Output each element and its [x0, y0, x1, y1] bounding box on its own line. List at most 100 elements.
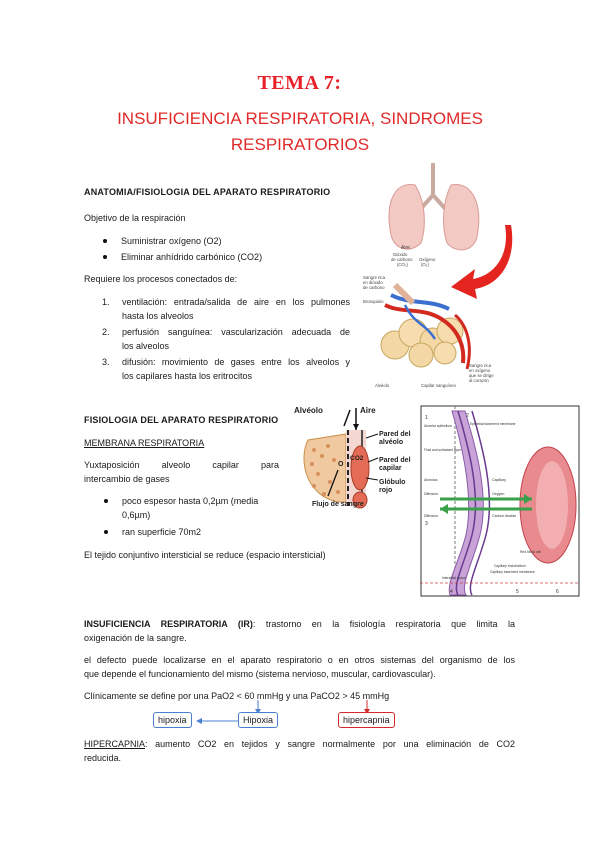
- para-line: intercambio de gases: [84, 474, 170, 484]
- page-subtitle: INSUFICIENCIA RESPIRATORIA, SINDROMES RE…: [60, 106, 540, 158]
- label-bronquiolo: Bronquiolo: [363, 299, 384, 304]
- bullet-text: Suministrar oxígeno (O2): [121, 236, 222, 246]
- section-heading-fisiologia: FISIOLOGIA DEL APARATO RESPIRATORIO: [84, 415, 279, 425]
- fig-number-2: 2: [466, 413, 469, 419]
- fig-number-1: 1: [425, 415, 428, 421]
- bullet-co2: Eliminar anhídrido carbónico (CO2): [103, 250, 263, 264]
- ir-definition: INSUFICIENCIA RESPIRATORIA (IR): trastor…: [84, 617, 515, 645]
- alveoli-cluster: [380, 282, 471, 370]
- fig-label-interstitial: Interstitial space: [442, 576, 466, 580]
- label-line: al corazón: [469, 378, 489, 383]
- label-line: en dióxido: [363, 280, 383, 285]
- fig-label-fluid-layer: Fluid and surfactant layer: [424, 448, 462, 452]
- label-line: Pared del: [379, 431, 411, 438]
- hipercapnia-text: : aumento CO2 en tejidos y sangre normal…: [145, 739, 515, 749]
- bullet-text: ran superficie 70m2: [122, 527, 202, 537]
- list-line: perfusión sanguínea: vascularización ade…: [122, 327, 350, 337]
- label-o2-fig: O: [338, 461, 344, 468]
- bullet-line: poco espesor hasta 0,2µm (media: [122, 496, 259, 506]
- label-flujo: Flujo de sangre: [312, 501, 364, 508]
- fig-label-diffusion-2: Diffusion: [424, 514, 438, 518]
- fig-label-capillary: Capillary: [492, 478, 506, 482]
- label-line: alvéolo: [379, 439, 403, 446]
- list-number: 3.: [102, 357, 110, 367]
- fig-label-capillary-basement: Capillary basement membrane: [490, 570, 535, 574]
- label-line: (O₂): [421, 262, 429, 267]
- hipercapnia-term: HIPERCAPNIA: [84, 739, 146, 749]
- bullet-o2: Suministrar oxígeno (O2): [103, 234, 222, 248]
- hipercapnia-definition: HIPERCAPNIA: aumento CO2 en tejidos y sa…: [84, 737, 515, 765]
- fig-label-endothelium: Capillary endothelium: [494, 564, 526, 568]
- objective-text: Objetivo de la respiración: [84, 213, 186, 223]
- fig-label-diffusion-1: Diffusion: [424, 492, 438, 496]
- fig-number-6: 6: [556, 589, 559, 595]
- box-hipoxia: hipoxia: [153, 712, 192, 728]
- subheading-membrana: MEMBRANA RESPIRATORIA: [84, 438, 205, 448]
- label-line: Pared del: [379, 457, 411, 464]
- label-line: Sangre rica: [469, 363, 492, 368]
- list-line: ventilación: entrada/salida de aire en l…: [122, 297, 350, 307]
- big-red-arrow: [451, 225, 513, 299]
- label-co2-fig: CO2: [350, 455, 364, 462]
- para-line: Yuxtaposición alveolo capilar para: [84, 460, 279, 470]
- fig-label-alveolus: Alveolus: [424, 478, 438, 482]
- bullet-espesor: poco espesor hasta 0,2µm (media 0,6µm): [104, 494, 282, 522]
- page-title: TEMA 7:: [257, 72, 342, 94]
- box-Hipoxia: Hipoxia: [238, 712, 279, 728]
- fig-number-4: 4: [450, 589, 453, 595]
- label-line: de carbono: [391, 257, 413, 262]
- label-capilar: Capilar sanguíneo: [421, 383, 456, 388]
- label-alveolo-fig: Alvéolo: [294, 406, 323, 415]
- defect-paragraph: el defecto puede localizarse en el apara…: [84, 653, 515, 681]
- fig-label-oxygen: Oxygen: [492, 492, 504, 496]
- box-hipercapnia: hipercapnia: [338, 712, 395, 728]
- bullet-superficie: ran superficie 70m2: [104, 525, 202, 539]
- label-line: de carbono: [363, 285, 385, 290]
- label-line: Glóbulo: [379, 479, 405, 486]
- fig-label-red-blood-cell: Red blood cell: [520, 550, 541, 554]
- respiratory-membrane-figure: 1 2 3 4 5 6 Alveolar epithelium Fluid an…: [420, 405, 580, 597]
- list-item-perfusion: 2. perfusión sanguínea: vascularización …: [102, 325, 350, 353]
- label-line: en oxígeno: [469, 368, 491, 373]
- hipoxia-link-arrow: [196, 718, 238, 724]
- list-number: 1.: [102, 297, 110, 307]
- fig-label-carbon-dioxide: Carbon dioxide: [492, 514, 516, 518]
- label-aire-fig: Aire: [360, 406, 376, 415]
- label-line: capilar: [379, 465, 402, 472]
- tissue-text: El tejido conjuntivo intersticial se red…: [84, 550, 326, 560]
- concept-arrows: [255, 700, 370, 714]
- hipercapnia-text-line2: reducida.: [84, 753, 122, 763]
- list-number: 2.: [102, 327, 110, 337]
- bullet-line: 0,6µm): [122, 510, 151, 520]
- list-line: los alveolos: [122, 341, 170, 351]
- list-item-difusion: 3. difusión: movimiento de gases entre l…: [102, 355, 350, 383]
- fig-label-basement: Epithelial basement membrane: [470, 422, 516, 426]
- label-aire: Aire: [401, 245, 410, 251]
- defect-line: el defecto puede localizarse en el apara…: [84, 655, 515, 665]
- label-line: Dióxido: [393, 252, 408, 257]
- fig-number-3: 3: [425, 521, 428, 527]
- alveolus-texture: [310, 444, 340, 496]
- label-alveolo: Alvéolo: [375, 383, 390, 388]
- label-line: rojo: [379, 487, 392, 494]
- list-item-ventilacion: 1. ventilación: entrada/salida de aire e…: [102, 295, 350, 323]
- label-line: Oxígeno: [419, 257, 436, 262]
- fig-number-5: 5: [516, 589, 519, 595]
- section-heading-anatomia: ANATOMIA/FISIOLOGIA DEL APARATO RESPIRAT…: [84, 187, 331, 197]
- clinical-definition: Clínicamente se define por una PaO2 < 60…: [84, 691, 390, 701]
- bullet-text: Eliminar anhídrido carbónico (CO2): [121, 252, 263, 262]
- ir-text: : trastorno en la fisiología respiratori…: [252, 619, 515, 629]
- label-o2: Oxígeno(O₂): [419, 257, 436, 267]
- list-line: difusión: movimiento de gases entre los …: [122, 357, 350, 367]
- defect-line: que depende el funcionamiento del mismo …: [84, 669, 436, 679]
- subtitle-line-1: INSUFICIENCIA RESPIRATORIA, SINDROMES: [117, 109, 483, 128]
- fig-label-alveolar-epithelium: Alveolar epithelium: [424, 424, 452, 428]
- list-line: hasta los alveolos: [122, 311, 194, 321]
